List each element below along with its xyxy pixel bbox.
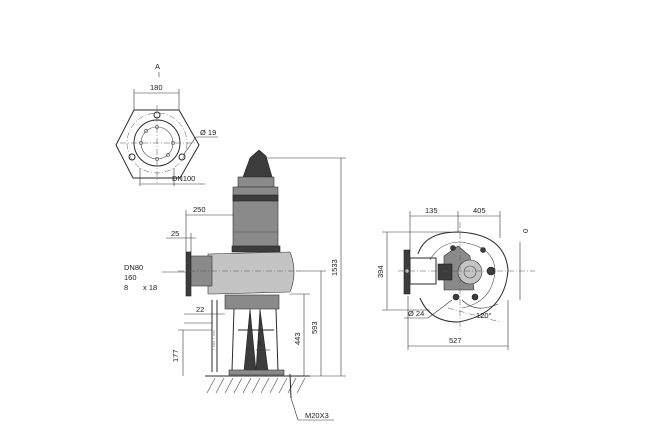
side-elevation: M20X3 250 25 DN80 160 8 x 18 22 177 A 44… <box>124 149 346 421</box>
motor-flange <box>231 245 281 253</box>
view-a-label-top: A <box>155 62 160 71</box>
base-bolt <box>471 293 479 301</box>
small-hole <box>166 153 170 157</box>
shaft-circle <box>463 265 477 279</box>
dim-135: 135 <box>425 206 438 215</box>
dim-394: 394 <box>376 265 385 278</box>
leader-line <box>427 299 453 319</box>
floor-hatching <box>206 377 306 394</box>
dim-0: 0 <box>521 229 530 233</box>
leader-line <box>183 136 197 155</box>
plan-view: 135 405 0 394 Ø 24 120° <box>376 206 535 350</box>
dim-443: 443 <box>293 332 302 345</box>
base-plate-outline <box>115 109 200 179</box>
coupling-plan <box>437 263 453 281</box>
motor-circle <box>457 259 483 285</box>
small-hole <box>171 141 175 145</box>
dim-250: 250 <box>193 205 206 214</box>
discharge-flange <box>185 251 192 297</box>
angle-120: 120° <box>476 311 492 320</box>
dim-1533: 1533 <box>330 259 339 276</box>
base-bolt <box>450 245 456 251</box>
center-line <box>447 307 501 323</box>
dim-180: 180 <box>150 83 163 92</box>
dn100-label: DN100 <box>172 174 195 183</box>
stand-rib <box>243 308 257 372</box>
bolt-size: x 18 <box>143 283 157 292</box>
pump-casing <box>207 251 295 295</box>
volute-inner <box>429 241 496 309</box>
small-hole <box>144 129 148 133</box>
dim-593: 593 <box>310 321 319 334</box>
stand-foot <box>228 369 285 376</box>
dim-160: 160 <box>124 273 137 282</box>
base-bolt <box>452 293 460 301</box>
coupling-body <box>224 294 280 310</box>
motor-band <box>232 194 279 202</box>
dim-22: 22 <box>196 305 204 314</box>
dn80-label: DN80 <box>124 263 143 272</box>
dim-527: 527 <box>449 336 462 345</box>
bolt-hole <box>128 153 136 161</box>
view-a-top-plate: A 180 Ø 19 DN100 <box>115 62 218 186</box>
angle-arc <box>461 299 499 309</box>
hole-dia-19: Ø 19 <box>200 128 216 137</box>
volute-outline <box>417 231 509 323</box>
dim-25: 25 <box>171 229 179 238</box>
dim-177: 177 <box>171 349 180 362</box>
hole-dia-24: Ø 24 <box>408 309 424 318</box>
view-a-label-bottom: A <box>257 339 262 348</box>
bolt-count: 8 <box>124 283 128 292</box>
anchor-bolt <box>289 373 292 399</box>
m20-label: M20X3 <box>305 411 329 420</box>
dim-405: 405 <box>473 206 486 215</box>
base-bolt <box>480 247 486 253</box>
stand-leg-outer <box>231 308 279 372</box>
leader-line <box>290 397 299 421</box>
bolt-hole <box>178 153 186 161</box>
motor-cap <box>237 176 275 188</box>
cable-entry <box>242 149 273 178</box>
